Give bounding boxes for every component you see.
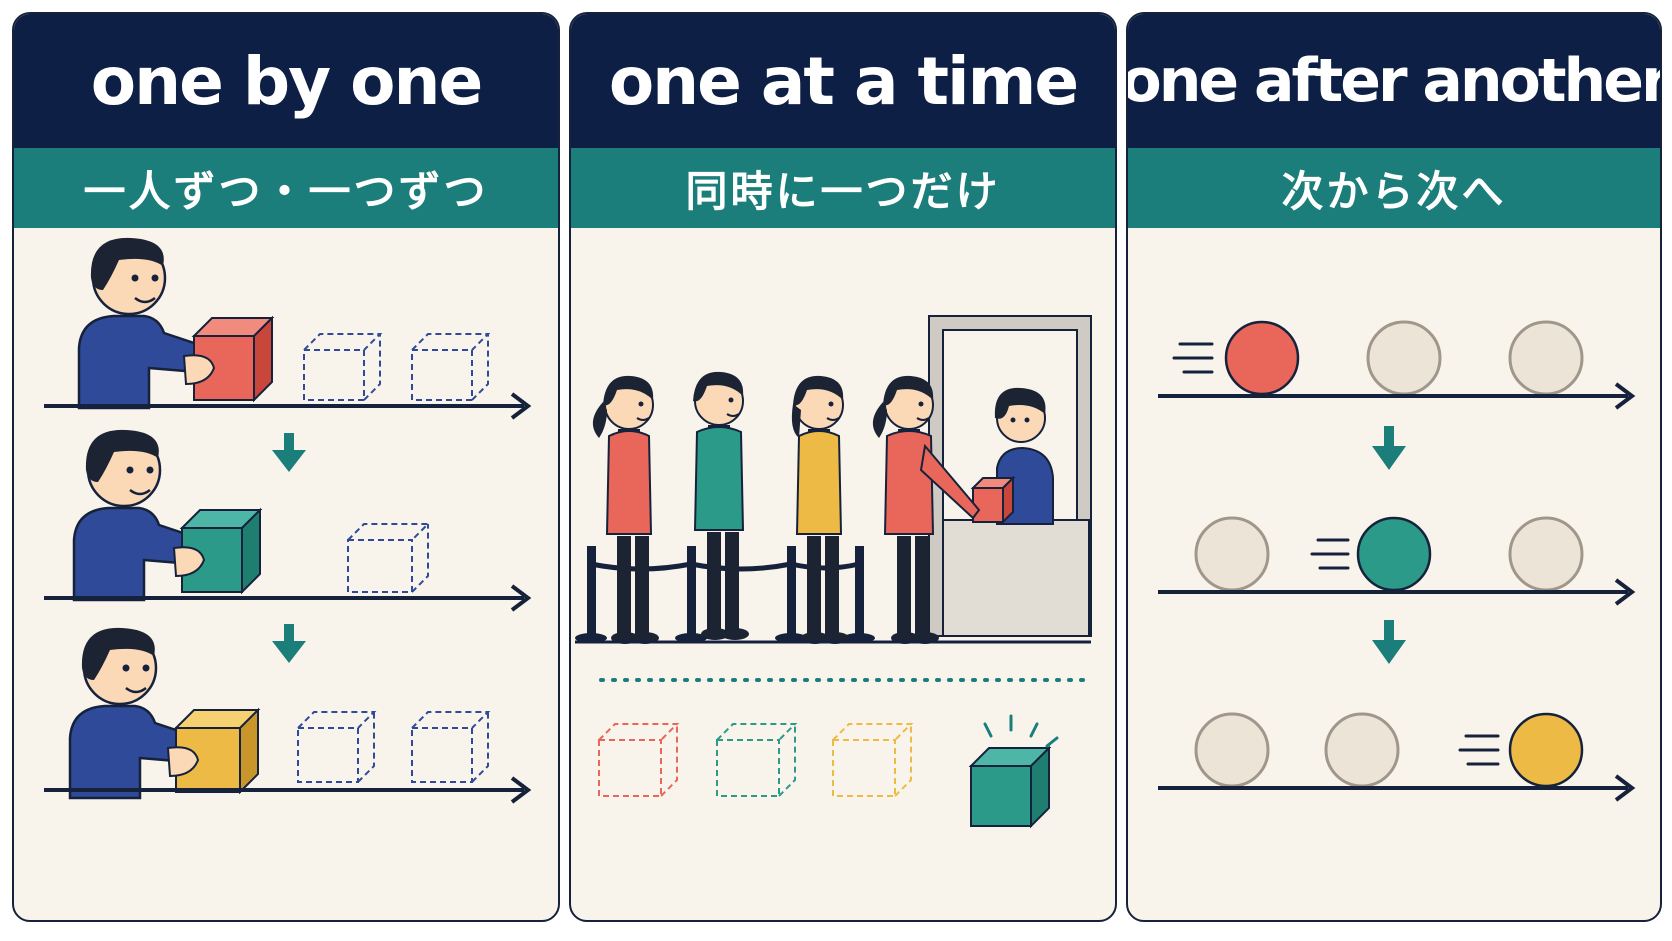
dashed-box-icon [297,711,377,783]
dashed-box-icon [716,723,798,797]
speed-lines-icon [1172,342,1214,374]
ball-icon [1508,712,1584,788]
person-icon [791,374,850,645]
person-icon [592,374,660,645]
one-at-a-time-illustration [575,315,1092,829]
one-by-one-illustration [44,236,532,804]
ball-icon [1224,320,1300,396]
down-arrow-icon [272,433,306,472]
panel-title: one after another [1128,14,1660,148]
box-icon [970,475,1016,525]
ball-icon [1194,516,1270,592]
dashed-box-icon [411,711,491,783]
dashed-box-icon [303,333,383,401]
panel-title: one at a time [571,14,1115,148]
box-icon [968,714,1059,829]
dashed-box-icon [832,723,914,797]
ball-icon [1194,712,1270,788]
panel-subtitle: 一人ずつ・一つずつ [14,148,558,228]
box-icon [179,507,263,595]
panel-one-at-a-time: one at a time 同時に一つだけ [569,12,1117,922]
ball-icon [1508,516,1584,592]
ball-icon [1366,320,1442,396]
person-icon [872,374,981,645]
dashed-box-icon [347,523,431,593]
down-arrow-icon [1372,620,1406,664]
panel-subtitle: 次から次へ [1128,148,1660,228]
speed-lines-icon [1310,538,1350,570]
dashed-box-icon [598,723,680,797]
down-arrow-icon [1372,426,1406,470]
box-icon [191,315,275,403]
ball-icon [1356,516,1432,592]
ball-icon [1324,712,1400,788]
panel-one-after-another: one after another 次から次へ [1126,12,1662,922]
panel-one-by-one: one by one 一人ずつ・一つずつ [12,12,560,922]
speed-lines-icon [1458,734,1500,766]
panel-subtitle: 同時に一つだけ [571,148,1115,228]
panel-title: one by one [14,14,558,148]
person-icon [692,370,750,641]
down-arrow-icon [272,624,306,663]
dashed-box-icon [411,333,491,401]
one-after-another-illustration [1158,320,1636,802]
ball-icon [1508,320,1584,396]
